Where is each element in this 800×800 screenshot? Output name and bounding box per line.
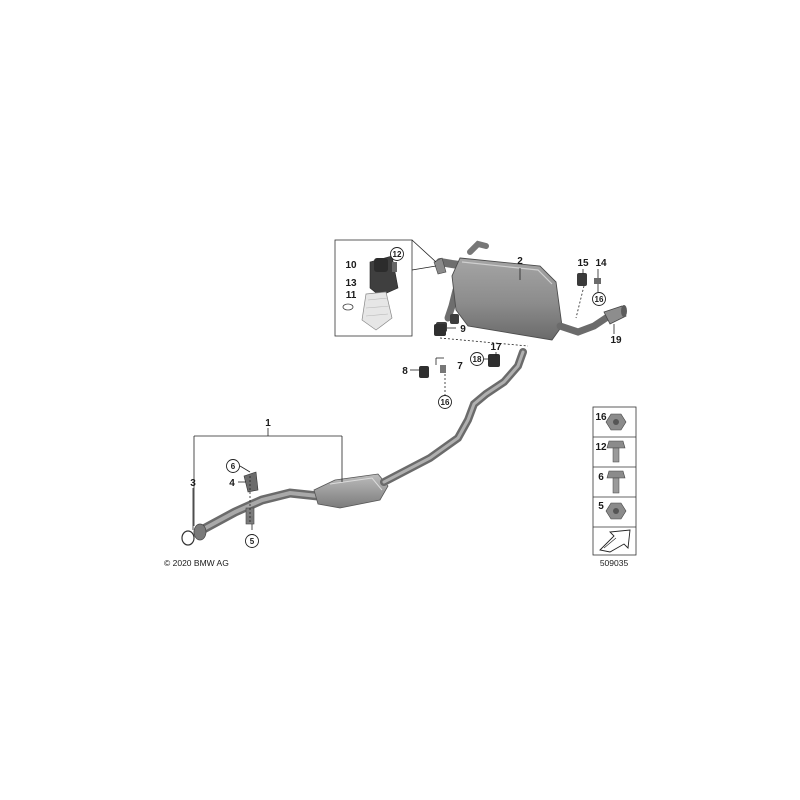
svg-text:5: 5: [598, 501, 604, 512]
bolt-5: [247, 516, 253, 522]
clip-7: [440, 365, 446, 373]
copyright-text: © 2020 BMW AG: [164, 558, 229, 568]
front-exhaust-pipe: [193, 488, 323, 537]
callout-13: 13: [345, 278, 357, 289]
callout-18-circle: 18: [470, 352, 484, 366]
rear-silencer: [451, 257, 563, 341]
callout-12-circle: 12: [390, 247, 404, 261]
callout-16-circle-mid: 16: [438, 395, 452, 409]
bolt-12: [392, 262, 397, 272]
callout-10: 10: [345, 260, 357, 271]
callout-4: 4: [229, 478, 235, 489]
callout-19: 19: [610, 335, 622, 346]
svg-text:16: 16: [595, 295, 604, 304]
svg-text:12: 12: [595, 442, 607, 453]
legend-item-5: 5: [598, 501, 627, 520]
rear-rubber-mount: [577, 273, 587, 286]
callout-16-circle-top: 16: [592, 292, 606, 306]
svg-text:18: 18: [473, 355, 482, 364]
svg-text:12: 12: [393, 250, 402, 259]
svg-text:6: 6: [231, 462, 236, 471]
callout-3: 3: [190, 478, 196, 489]
front-pipe-assembly: [193, 348, 527, 541]
muffler-bracket-left: [433, 257, 447, 275]
nut-14: [594, 278, 601, 284]
callout-17: 17: [490, 342, 502, 353]
direction-arrow-icon: [599, 529, 631, 553]
callout-9: 9: [460, 324, 466, 335]
tailpipe-trim: [603, 305, 627, 325]
rubber-mount-9: [434, 324, 446, 336]
reference-number: 509035: [600, 558, 629, 568]
svg-text:6: 6: [598, 472, 604, 483]
flange-bolt-icon: [606, 470, 626, 479]
clamp-ring-3: [181, 530, 195, 546]
legend-item-12: 12: [595, 440, 626, 463]
tail-pipe: [556, 314, 610, 336]
rubber-mount-10: [374, 258, 388, 272]
callout-5-circle: 5: [245, 534, 259, 548]
bracket-4: [243, 471, 259, 493]
legend-item-16: 16: [595, 412, 627, 431]
hex-bolt-icon: [606, 440, 626, 449]
front-pipe-flange: [193, 523, 207, 541]
rubber-mount-17: [488, 354, 500, 367]
callout-6-circle: 6: [226, 459, 240, 473]
callout-15: 15: [577, 258, 589, 269]
callout-7: 7: [457, 361, 463, 372]
callout-8: 8: [402, 366, 408, 377]
heat-shield-11: [361, 291, 393, 331]
svg-text:5: 5: [250, 537, 255, 546]
svg-text:16: 16: [595, 412, 607, 423]
fastener-legend: 16 12 6 5: [592, 406, 637, 556]
catalytic-converter: [313, 473, 389, 509]
leader-lines: [192, 268, 615, 530]
callout-14: 14: [595, 258, 607, 269]
svg-text:16: 16: [441, 398, 450, 407]
callout-11: 11: [346, 290, 357, 301]
rubber-mount-right: [450, 314, 459, 324]
callout-1: 1: [265, 418, 271, 429]
legend-item-6: 6: [598, 470, 626, 494]
callout-2: 2: [517, 256, 523, 267]
rubber-mount-8: [419, 366, 429, 378]
callout-labels: 1 2 3 4 7 8 9 10 11 13 14 15 17 19 6 5 1…: [190, 247, 622, 548]
